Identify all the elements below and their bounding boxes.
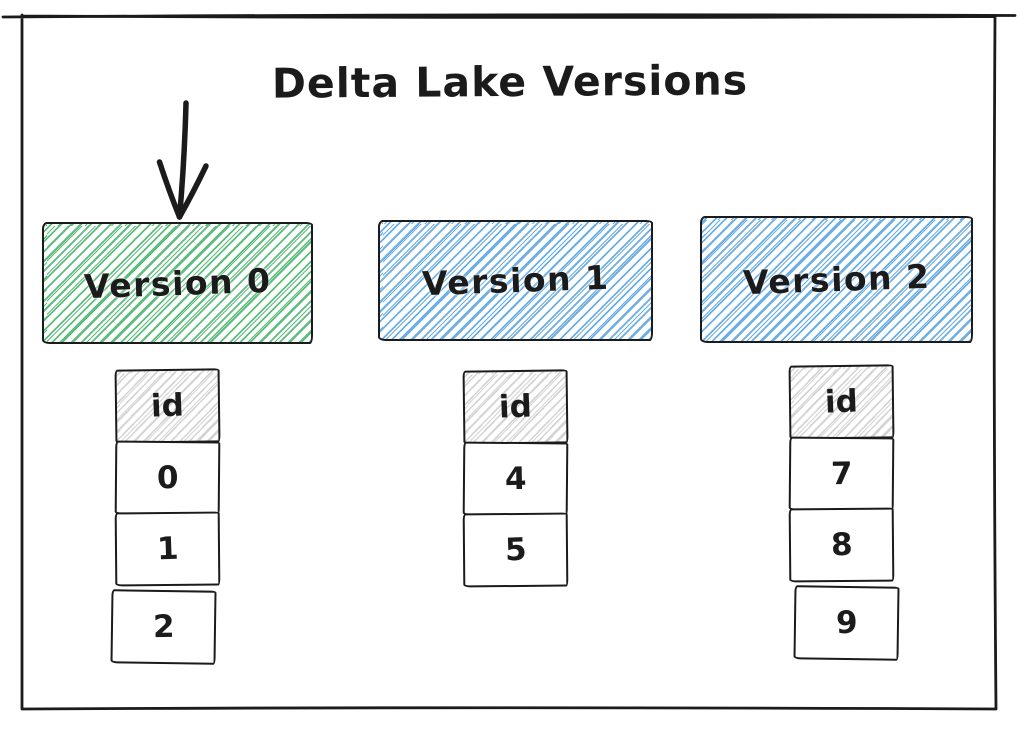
column-header-label: id <box>498 388 533 426</box>
cell-value: 2 <box>152 608 175 646</box>
column-header-label: id <box>824 383 859 421</box>
version-0-box: Version 0 <box>42 222 313 344</box>
table-cell: 5 <box>462 512 569 588</box>
table-cell: 7 <box>788 436 895 512</box>
table-cell: 4 <box>462 441 569 517</box>
table-cell: 9 <box>793 585 900 661</box>
version-2-box: Version 2 <box>700 216 973 343</box>
cell-value: 8 <box>830 526 853 564</box>
version-0-label: Version 0 <box>83 260 272 306</box>
cell-value: 4 <box>504 460 527 497</box>
cell-value: 9 <box>835 604 858 642</box>
version-0-table: id 0 1 2 <box>110 368 221 665</box>
version-1-label: Version 1 <box>421 257 610 304</box>
version-0-id-header-cell: id <box>114 368 221 444</box>
version-1-table: id 4 5 <box>462 369 569 588</box>
cell-value: 0 <box>156 459 179 496</box>
down-arrow-icon <box>156 100 209 220</box>
version-1-id-header-cell: id <box>462 369 569 445</box>
table-cell: 2 <box>110 589 217 665</box>
cell-value: 1 <box>156 530 179 568</box>
column-header-label: id <box>150 387 185 425</box>
table-cell: 1 <box>114 511 221 587</box>
version-2-label: Version 2 <box>742 256 931 303</box>
version-2-table: id 7 8 9 <box>788 364 900 661</box>
cell-value: 5 <box>504 531 527 569</box>
cell-value: 7 <box>830 455 853 492</box>
table-cell: 8 <box>788 507 895 583</box>
table-cell: 0 <box>114 440 221 516</box>
version-2-id-header-cell: id <box>788 364 895 440</box>
version-1-box: Version 1 <box>378 220 653 341</box>
